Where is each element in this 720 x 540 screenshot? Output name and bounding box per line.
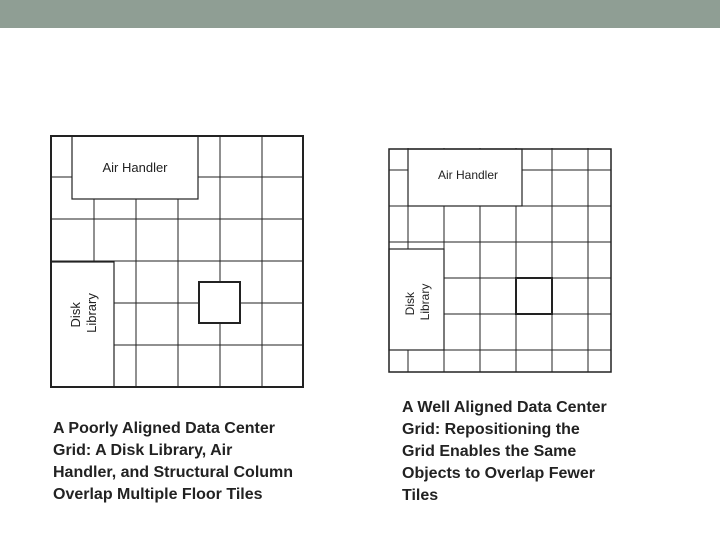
- structural-column: [198, 281, 241, 324]
- air-handler-block: [407, 148, 523, 207]
- disk-library-label: Disk Library: [403, 284, 432, 321]
- structural-column: [515, 277, 553, 315]
- right-diagram-caption: A Well Aligned Data Center Grid: Reposit…: [402, 399, 607, 504]
- disk-library-block: [388, 248, 445, 351]
- disk-library-label: Disk Library: [68, 293, 99, 333]
- left-diagram-caption: A Poorly Aligned Data Center Grid: A Dis…: [53, 420, 294, 503]
- air-handler-label: Air Handler: [102, 160, 168, 175]
- air-handler-label: Air Handler: [438, 168, 498, 182]
- well-aligned-grid-diagram: Air Handler Disk Library: [388, 148, 612, 373]
- top-bar: [0, 0, 720, 28]
- grid-border: [50, 135, 304, 388]
- grid-border: [388, 148, 612, 373]
- poorly-aligned-grid-diagram: Air Handler Disk Library: [50, 135, 304, 388]
